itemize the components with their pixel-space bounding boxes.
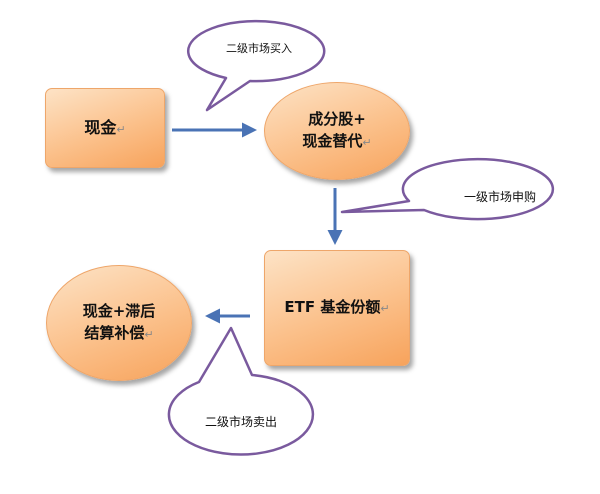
cash-label: 现金 xyxy=(84,118,117,138)
settlement-line2: 结算补偿 xyxy=(84,324,145,342)
paragraph-mark-icon: ↵ xyxy=(362,136,372,149)
callout-primary-subscribe-text: 一级市场申购 xyxy=(463,190,536,204)
components-line2: 现金替代 xyxy=(302,132,363,150)
callout-primary-subscribe-bubble xyxy=(340,157,555,221)
callout-secondary-buy-text: 二级市场买入 xyxy=(226,42,292,55)
cash-node: 现金↵ xyxy=(45,88,165,168)
callout-secondary-sell-text: 二级市场卖出 xyxy=(204,415,277,429)
paragraph-mark-icon: ↵ xyxy=(144,328,154,341)
components-node: 成分股+ 现金替代↵ xyxy=(264,82,410,180)
etf-label: ETF 基金份额 xyxy=(284,298,381,317)
callout-secondary-buy-bubble xyxy=(186,19,326,112)
components-line1: 成分股+ xyxy=(308,110,366,129)
etf-node: ETF 基金份额↵ xyxy=(264,250,410,366)
callout-secondary-sell-bubble xyxy=(167,326,315,456)
settlement-line1: 现金+滞后 xyxy=(82,302,156,321)
paragraph-mark-icon: ↵ xyxy=(116,123,126,137)
paragraph-mark-icon: ↵ xyxy=(380,302,390,316)
settlement-node: 现金+滞后结算补偿↵ xyxy=(46,265,192,381)
